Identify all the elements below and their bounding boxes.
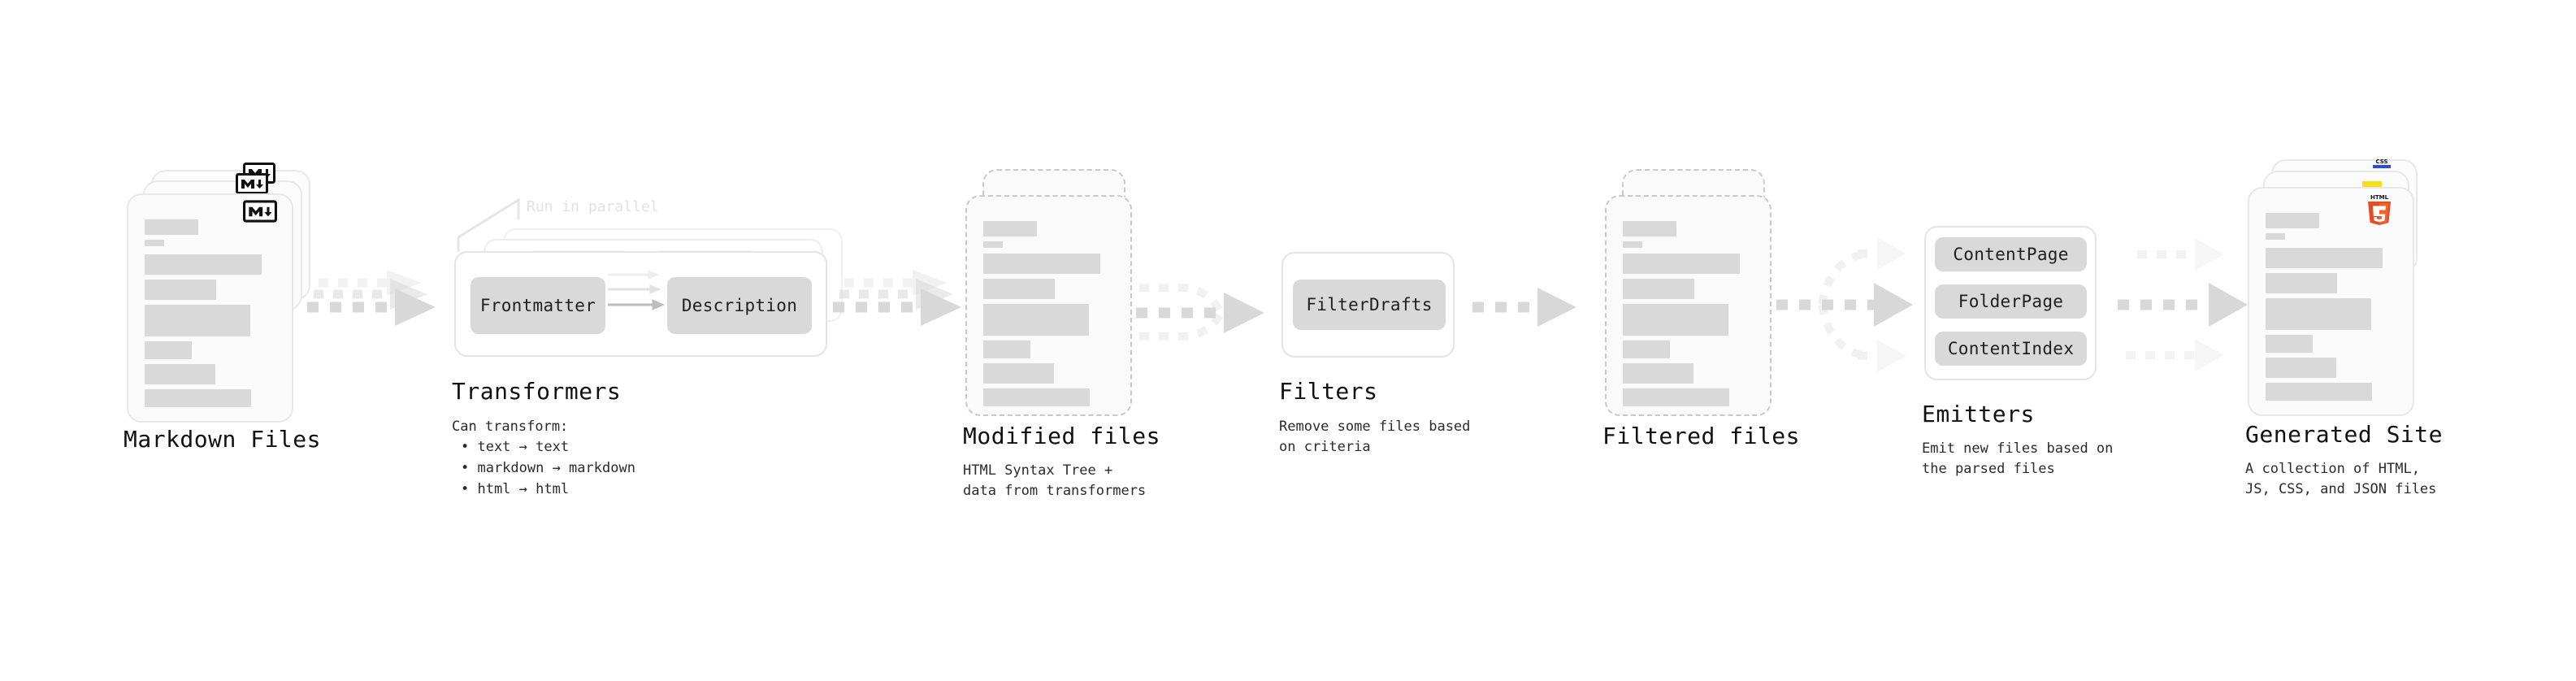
doc-bar <box>145 389 251 407</box>
parallel-note-label: Run in parallel <box>527 198 659 215</box>
stage-title-modified-files: Modified files <box>963 423 1161 449</box>
svg-text:CSS: CSS <box>2375 158 2387 165</box>
doc-bar <box>2266 273 2337 293</box>
markdown-icon-back-1 <box>236 173 268 194</box>
transformer-inner-arrows-icon <box>608 268 671 320</box>
doc-bar <box>145 240 164 246</box>
site-doc-front <box>2248 187 2414 416</box>
markdown-doc-front <box>127 193 293 423</box>
doc-bar <box>983 241 1003 248</box>
stage-caption-generated-site: A collection of HTML, JS, CSS, and JSON … <box>2245 461 2437 497</box>
transformers-bullet-2: • markdown → markdown <box>461 460 635 476</box>
modified-doc-front <box>965 195 1132 416</box>
doc-bar <box>1623 241 1642 248</box>
svg-text:HTML: HTML <box>2370 194 2389 201</box>
transformer-chip-frontmatter[interactable]: Frontmatter <box>471 277 605 334</box>
doc-bar <box>1623 340 1670 358</box>
doc-bar <box>1623 304 1728 336</box>
transformer-chip-description[interactable]: Description <box>667 277 812 334</box>
stage-title-filters: Filters <box>1279 378 1378 405</box>
stage-caption-filters: Remove some files based on criteria <box>1279 419 1471 455</box>
emitter-chip-contentpage[interactable]: ContentPage <box>1935 237 2087 271</box>
stage-caption-modified-files: HTML Syntax Tree + data from transformer… <box>963 462 1147 499</box>
doc-bar <box>1623 254 1740 274</box>
doc-bar <box>2266 383 2372 401</box>
doc-bar <box>145 280 216 300</box>
arrow-transformers-to-modified <box>833 268 979 349</box>
doc-bar <box>2266 233 2285 240</box>
emitter-chip-contentindex[interactable]: ContentIndex <box>1935 332 2087 366</box>
markdown-icon <box>243 200 277 223</box>
doc-bar <box>1623 363 1693 384</box>
arrow-markdown-to-transformers <box>307 268 453 349</box>
arrow-modified-to-filters <box>1136 249 1282 379</box>
doc-bar <box>2266 213 2319 228</box>
doc-bar <box>2266 248 2383 268</box>
doc-bar <box>2266 298 2371 330</box>
stage-title-transformers: Transformers <box>452 378 622 405</box>
stage-title-emitters: Emitters <box>1922 401 2035 427</box>
doc-bar <box>983 363 1054 384</box>
doc-bar <box>983 304 1089 336</box>
transformers-bullet-3: • html → html <box>461 481 570 497</box>
doc-bar <box>1623 221 1676 236</box>
filter-chip-filterdrafts[interactable]: FilterDrafts <box>1293 280 1446 330</box>
doc-bar <box>145 364 215 384</box>
stage-title-markdown-files: Markdown Files <box>124 426 322 453</box>
doc-bar <box>145 305 250 336</box>
arrow-filtered-to-emitters <box>1776 228 1931 382</box>
doc-bar <box>1623 279 1694 299</box>
doc-bar <box>2266 358 2336 378</box>
doc-bar <box>983 388 1090 406</box>
doc-bar <box>145 341 192 359</box>
stage-title-filtered-files: Filtered files <box>1602 423 1801 449</box>
doc-bar <box>983 221 1037 236</box>
stage-caption-emitters: Emit new files based on the parsed files <box>1922 440 2114 477</box>
doc-bar <box>2266 335 2313 353</box>
emitter-chip-folderpage[interactable]: FolderPage <box>1935 284 2087 319</box>
parallel-bracket-icon <box>457 195 562 254</box>
css3-icon: CSS <box>2371 156 2392 174</box>
html5-icon: HTML <box>2366 193 2393 225</box>
doc-bar <box>145 219 198 235</box>
doc-bar <box>145 254 262 275</box>
transformers-bullet-1: • text → text <box>461 439 570 455</box>
doc-bar <box>983 254 1100 274</box>
doc-bar <box>983 340 1030 358</box>
stage-title-generated-site: Generated Site <box>2245 421 2444 448</box>
filtered-doc-front <box>1605 195 1772 416</box>
doc-bar <box>983 279 1055 299</box>
arrow-emitters-to-site <box>2110 228 2264 382</box>
doc-bar <box>1623 388 1729 406</box>
arrow-filters-to-filtered <box>1472 288 1602 336</box>
stage-caption-transformers: Can transform: <box>452 419 569 435</box>
